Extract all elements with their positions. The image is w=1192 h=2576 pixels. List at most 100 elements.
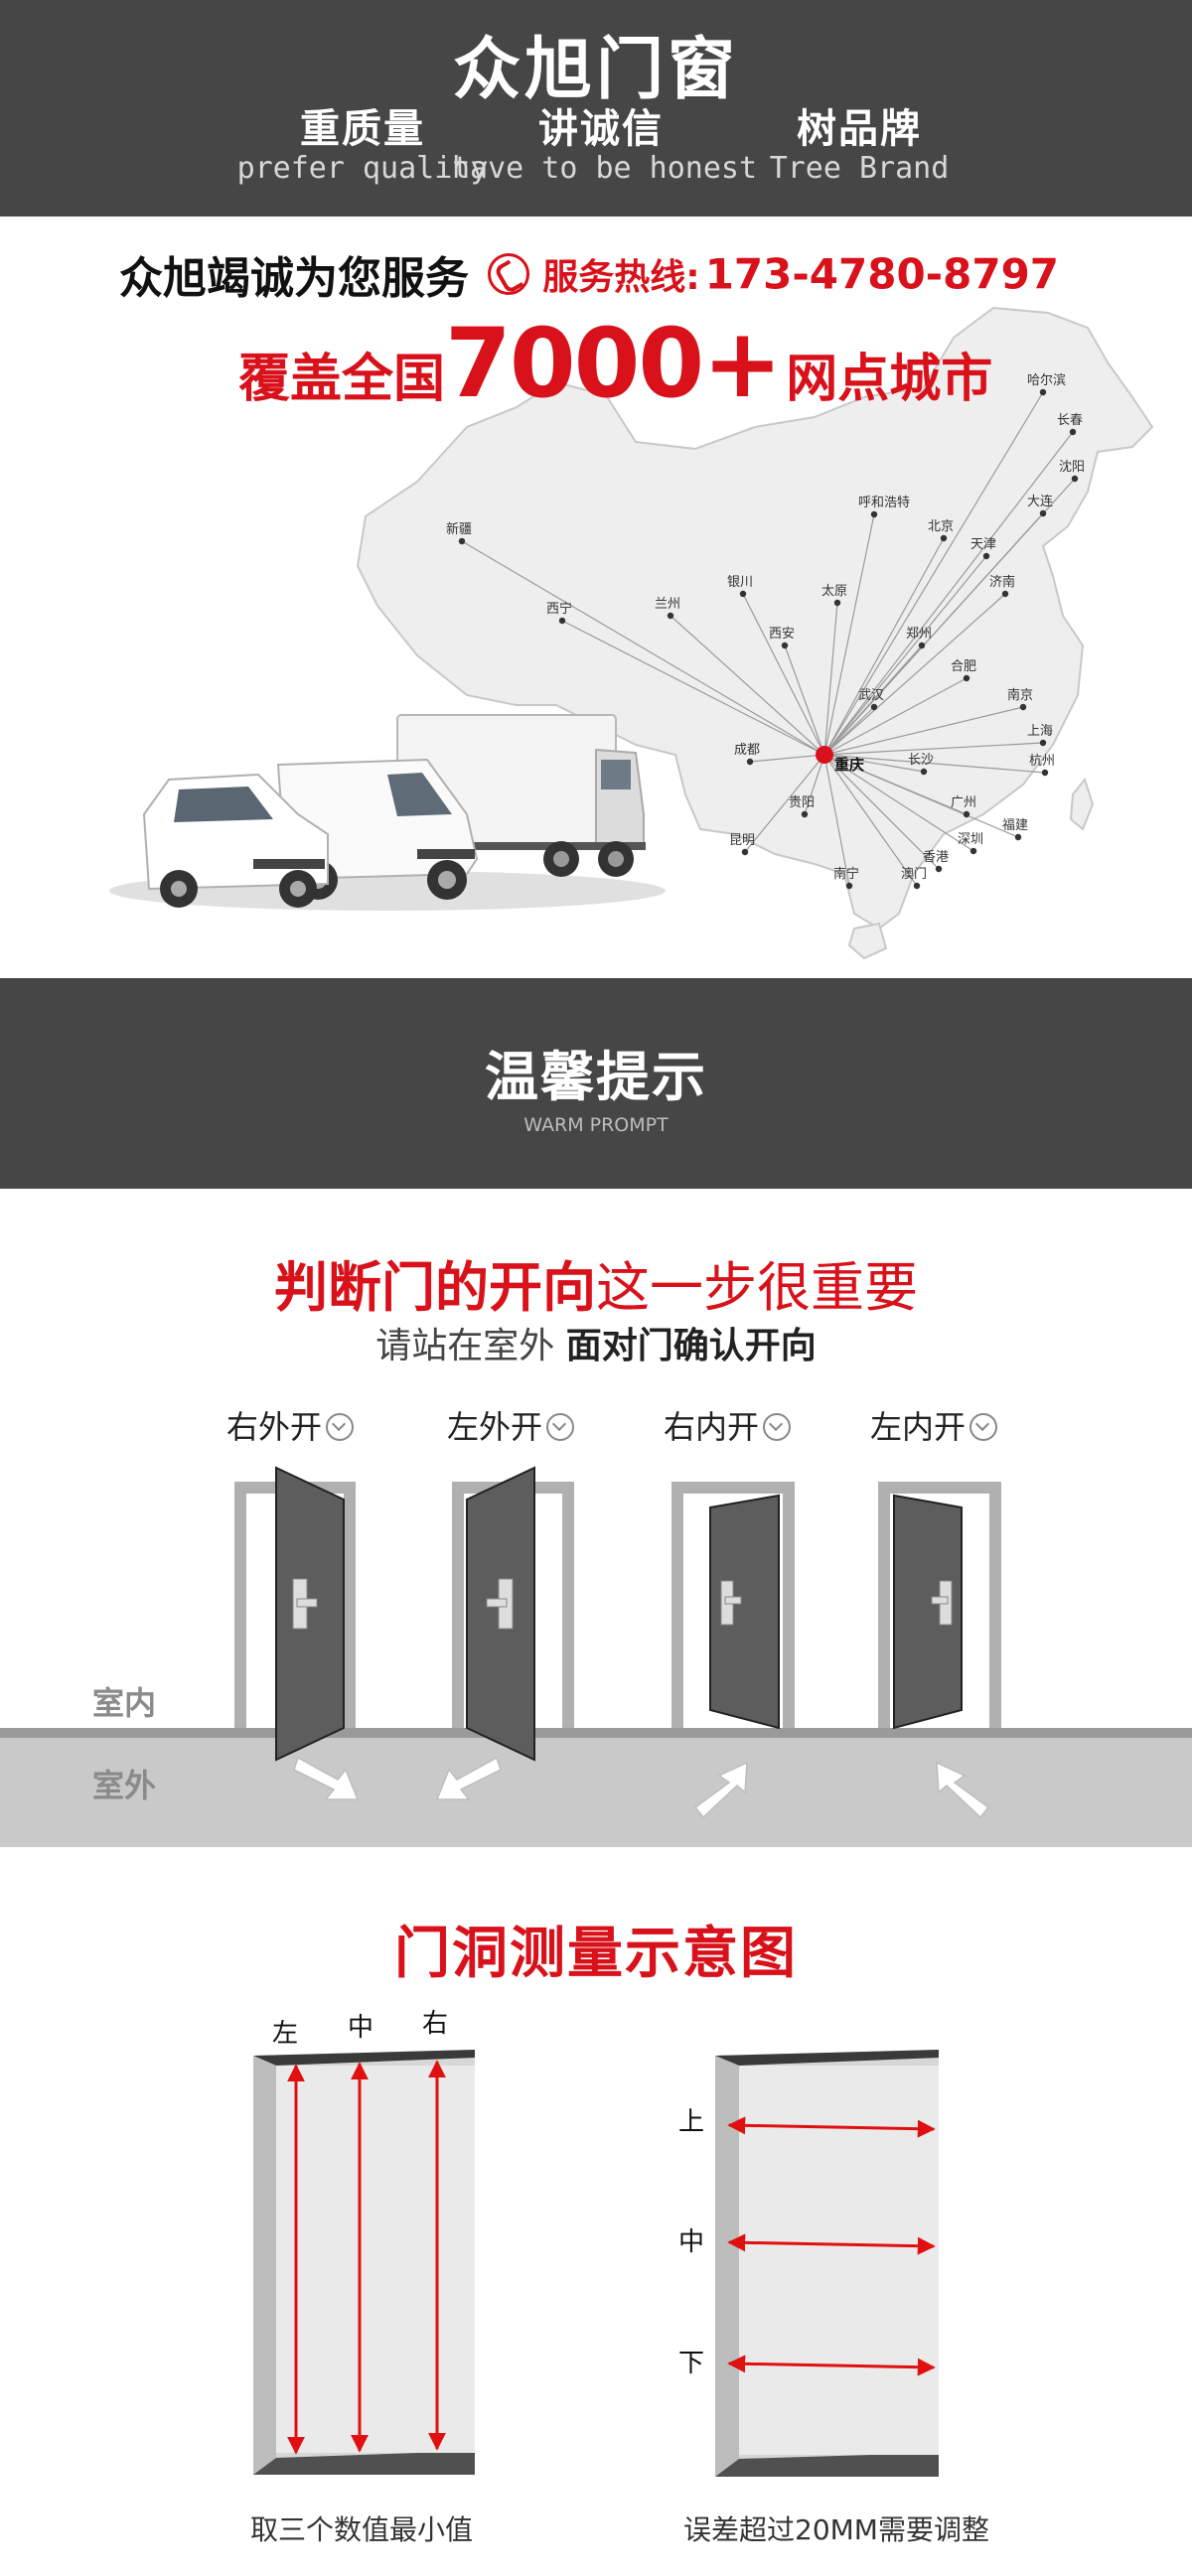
slogan-2-en: have to be honest <box>452 151 758 186</box>
label-top: 上 <box>678 2107 704 2137</box>
city-label: 西安 <box>769 627 795 642</box>
door-right-out <box>234 1466 356 1762</box>
route-line <box>742 593 825 756</box>
delivery-routes <box>461 391 1076 887</box>
label-middle: 中 <box>678 2227 704 2257</box>
city-dot <box>918 642 926 649</box>
city-dot <box>982 552 990 560</box>
arrow-down-left-icon <box>435 1756 502 1800</box>
city-dot <box>870 703 878 711</box>
city-dot <box>1001 590 1009 598</box>
city-label: 贵阳 <box>789 795 815 810</box>
route-line <box>670 615 825 756</box>
door-left-in <box>878 1482 1001 1730</box>
measure-line-top <box>727 2116 936 2138</box>
chevron-down-icon <box>546 1413 575 1441</box>
wall-line <box>0 1728 1192 1738</box>
door-option-right-out[interactable]: 右外开 <box>226 1402 355 1448</box>
city-dot <box>801 810 809 818</box>
caption-min-value: 取三个数值最小值 <box>250 2513 474 2546</box>
chevron-down-icon <box>326 1413 355 1441</box>
city-label: 南京 <box>1007 687 1033 703</box>
opening-horizontal-measure: 上 中 下 <box>678 2050 939 2477</box>
warm-prompt-banner <box>0 978 1192 1189</box>
outdoor-label: 室外 <box>92 1767 157 1804</box>
route-line <box>823 742 1044 756</box>
indoor-label: 室内 <box>92 1684 157 1722</box>
city-dot <box>1071 475 1079 483</box>
city-label: 香港 <box>923 850 949 865</box>
city-label: 太原 <box>821 584 847 599</box>
city-label: 大连 <box>1027 494 1053 509</box>
slogan-1-cn: 重质量 <box>300 106 425 152</box>
door-direction-heading: 判断门的开向这一步很重要 <box>0 1243 1192 1322</box>
arrow-up-left-icon <box>936 1761 990 1819</box>
door-option-label: 左内开 <box>870 1408 967 1446</box>
door-option-left-out[interactable]: 左外开 <box>447 1402 575 1448</box>
caption-tolerance: 误差超过20MM需要调整 <box>683 2513 989 2546</box>
service-title: 众旭竭诚为您服务 <box>119 253 469 304</box>
heading-red: 判断门的开向 <box>274 1256 596 1319</box>
city-label: 长沙 <box>908 753 934 768</box>
city-label: 上海 <box>1027 724 1053 739</box>
route-line <box>823 677 968 756</box>
header-banner <box>0 0 1192 216</box>
city-dot <box>1039 739 1047 747</box>
hub-city-label: 重庆 <box>834 756 864 774</box>
city-label: 郑州 <box>906 627 932 642</box>
city-dot <box>845 882 853 890</box>
slogan-2-cn: 讲诚信 <box>538 106 664 152</box>
instruction-bold: 面对门确认开向 <box>565 1326 817 1366</box>
city-label: 武汉 <box>858 688 884 703</box>
route-line <box>823 391 1044 756</box>
phone-icon <box>488 253 530 295</box>
city-label: 深圳 <box>958 832 983 847</box>
route-line <box>823 555 987 756</box>
route-line <box>823 537 945 756</box>
hotline-number[interactable]: 173-4780-8797 <box>704 249 1060 299</box>
measure-line-middle <box>727 2233 936 2255</box>
chevron-down-icon <box>763 1413 792 1441</box>
door-option-left-in[interactable]: 左内开 <box>870 1402 998 1448</box>
city-label: 西宁 <box>546 601 572 617</box>
route-line <box>823 754 925 773</box>
route-line <box>561 620 825 756</box>
city-dot <box>1039 388 1047 396</box>
city-label: 新疆 <box>446 521 472 537</box>
door-direction-diagram <box>0 1466 1192 1847</box>
hotline-label: 服务热线: <box>542 257 700 298</box>
route-line <box>823 754 1046 774</box>
route-line <box>823 754 850 887</box>
heading-rest: 这一步很重要 <box>596 1256 918 1319</box>
city-dot <box>920 768 928 776</box>
city-dot <box>1041 769 1049 777</box>
city-label: 福建 <box>1002 818 1028 833</box>
city-dot <box>1014 833 1022 841</box>
arrow-up-right-icon <box>693 1761 748 1819</box>
route-line <box>823 602 838 756</box>
measurement-title: 门洞测量示意图 <box>394 1922 798 1986</box>
city-dot <box>1019 703 1027 711</box>
label-center: 中 <box>348 2013 373 2043</box>
city-dot <box>1069 428 1077 436</box>
route-line <box>823 754 974 852</box>
city-dot <box>969 847 977 855</box>
city-dot <box>667 612 674 620</box>
route-line <box>823 754 940 870</box>
route-line <box>823 706 875 756</box>
swing-arrows <box>293 1756 990 1819</box>
slogan-1: 重质量 prefer quality <box>214 107 512 187</box>
city-label: 银川 <box>727 575 753 590</box>
city-markers: 哈尔滨长春沈阳大连呼和浩特北京天津济南新疆银川太原西宁兰州西安郑州合肥南京武汉上… <box>446 372 1085 890</box>
door-option-right-in[interactable]: 右内开 <box>664 1402 792 1448</box>
label-left: 左 <box>272 2019 298 2049</box>
slogan-2: 讲诚信 have to be honest <box>452 106 758 187</box>
city-dot <box>913 882 921 890</box>
arrow-down-right-icon <box>293 1756 360 1800</box>
hainan-island <box>847 922 888 960</box>
city-dot <box>746 758 754 766</box>
route-line <box>823 593 1006 756</box>
label-right: 右 <box>422 2009 448 2039</box>
city-label: 合肥 <box>951 659 976 674</box>
city-label: 南宁 <box>833 866 859 882</box>
